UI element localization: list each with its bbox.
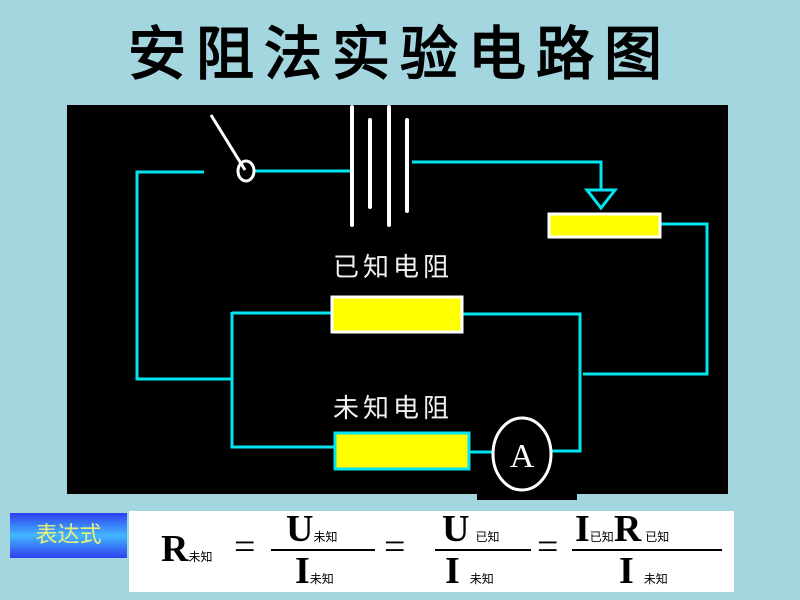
- wire-known-right: [463, 312, 582, 453]
- subscript: 未知: [188, 550, 213, 564]
- symbol-i: I: [295, 550, 310, 592]
- fraction-line: [572, 549, 722, 551]
- subscript: 未知: [643, 572, 668, 586]
- subscript: 已知: [645, 530, 670, 544]
- symbol-i: I: [619, 550, 634, 592]
- slider-arrow: [583, 188, 619, 211]
- symbol-i: I: [575, 508, 590, 550]
- page-title: 安阻法实验电路图: [127, 20, 672, 88]
- wire-rheostat-right: [583, 222, 709, 376]
- denominator-i-unknown: I未知: [295, 549, 334, 593]
- equals-sign: =: [537, 526, 559, 568]
- unknown-resistor-label: 未知电阻: [333, 394, 454, 424]
- subscript: 已知: [475, 530, 500, 544]
- fraction-line: [271, 549, 375, 551]
- subscript: 未知: [313, 530, 338, 544]
- rheostat: [547, 212, 662, 239]
- ammeter-icon: [491, 416, 553, 492]
- switch-icon: [209, 114, 256, 183]
- wire-left: [135, 170, 232, 381]
- symbol-u: U: [286, 508, 314, 550]
- formula-r-unknown: R未知: [161, 527, 212, 571]
- symbol-r: R: [613, 508, 642, 550]
- symbol-r: R: [161, 528, 189, 570]
- wire-battery-slider: [412, 160, 603, 190]
- equals-sign: =: [384, 526, 406, 568]
- expression-button[interactable]: 表达式: [10, 513, 127, 558]
- symbol-i: I: [445, 550, 460, 592]
- denominator-i-unknown: I 未知: [619, 549, 668, 593]
- battery-icon: [350, 105, 409, 227]
- symbol-u: U: [442, 508, 470, 550]
- equals-sign: =: [234, 526, 256, 568]
- unknown-resistor: [333, 431, 471, 471]
- circuit-panel-tab: [477, 494, 577, 500]
- subscript: 未知: [469, 572, 494, 586]
- subscript: 已知: [589, 530, 614, 544]
- known-resistor-label: 已知电阻: [333, 253, 454, 283]
- subscript: 未知: [309, 572, 334, 586]
- fraction-line: [435, 549, 531, 551]
- denominator-i-unknown: I 未知: [445, 549, 494, 593]
- known-resistor: [330, 295, 464, 334]
- numerator-u-unknown: U未知: [286, 507, 337, 551]
- numerator-u-known: U 已知: [442, 507, 499, 551]
- ammeter-label: A: [510, 438, 535, 475]
- wire-branch-left: [230, 312, 334, 449]
